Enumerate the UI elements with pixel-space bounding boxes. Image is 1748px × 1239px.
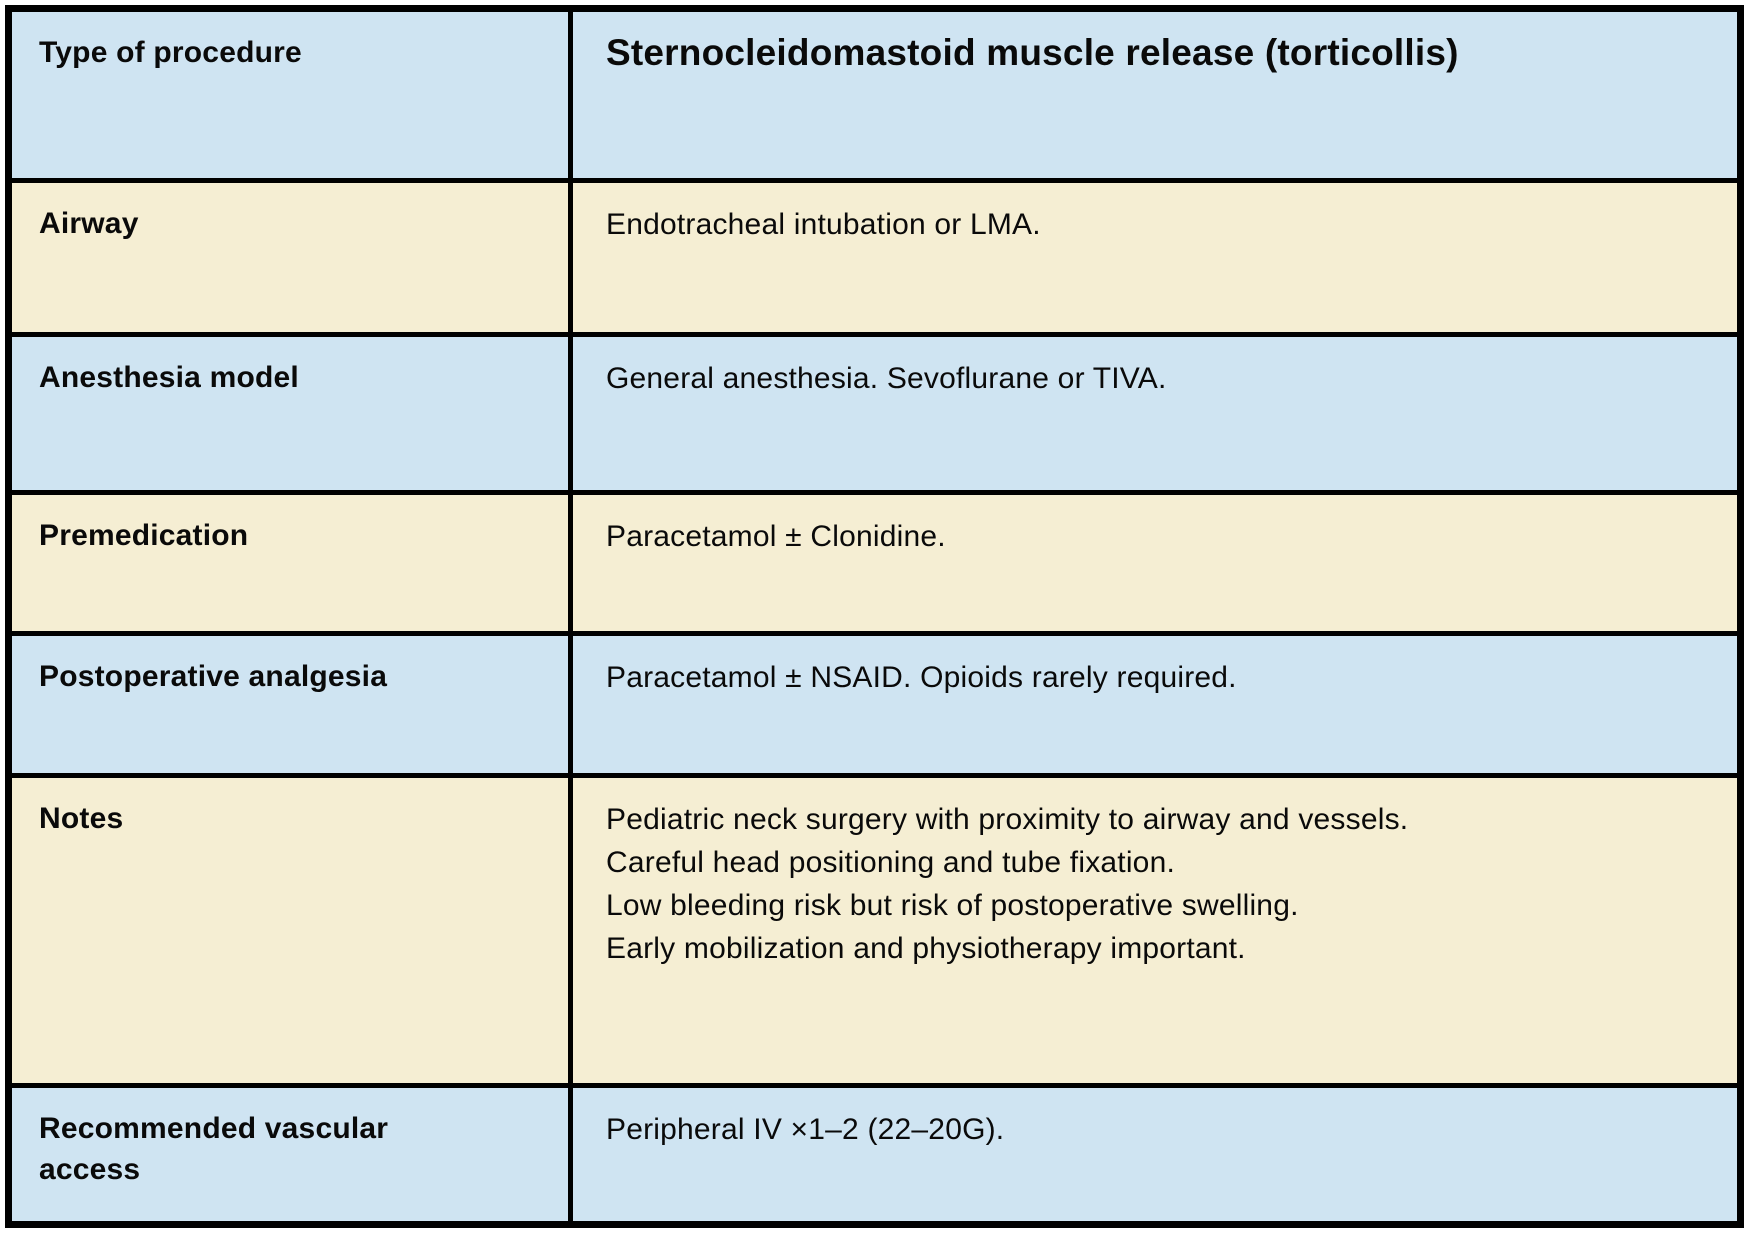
row-label-postoperative-analgesia: Postoperative analgesia	[12, 636, 573, 773]
procedure-title: Sternocleidomastoid muscle release (tort…	[606, 32, 1459, 73]
row-value-notes: Pediatric neck surgery with proximity to…	[606, 803, 1409, 965]
row-label-type-of-procedure: Type of procedure	[12, 12, 573, 178]
row-value-postoperative-analgesia: Paracetamol ± NSAID. Opioids rarely requ…	[606, 661, 1237, 694]
table-row-airway: Airway Endotracheal intubation or LMA.	[12, 183, 1737, 337]
row-label-anesthesia-model: Anesthesia model	[12, 337, 573, 490]
row-value-anesthesia-model: General anesthesia. Sevoflurane or TIVA.	[606, 362, 1167, 395]
row-label-notes: Notes	[12, 778, 573, 1083]
row-label-recommended-vascular-access: Recommended vascular access	[12, 1088, 573, 1221]
row-label-premedication: Premedication	[12, 495, 573, 631]
table-row-notes: Notes Pediatric neck surgery with proxim…	[12, 778, 1737, 1088]
table-row-recommended-vascular-access: Recommended vascular access Peripheral I…	[12, 1088, 1737, 1221]
table-row-type-of-procedure: Type of procedure Sternocleidomastoid mu…	[12, 12, 1737, 183]
table-row-premedication: Premedication Paracetamol ± Clonidine.	[12, 495, 1737, 636]
table-row-anesthesia-model: Anesthesia model General anesthesia. Sev…	[12, 337, 1737, 495]
row-value-premedication: Paracetamol ± Clonidine.	[606, 520, 946, 553]
row-value-recommended-vascular-access: Peripheral IV ×1–2 (22–20G).	[606, 1113, 1005, 1146]
row-label-airway: Airway	[12, 183, 573, 332]
row-value-airway: Endotracheal intubation or LMA.	[606, 208, 1041, 241]
table-row-postoperative-analgesia: Postoperative analgesia Paracetamol ± NS…	[12, 636, 1737, 778]
procedure-summary-table: Type of procedure Sternocleidomastoid mu…	[5, 5, 1744, 1228]
